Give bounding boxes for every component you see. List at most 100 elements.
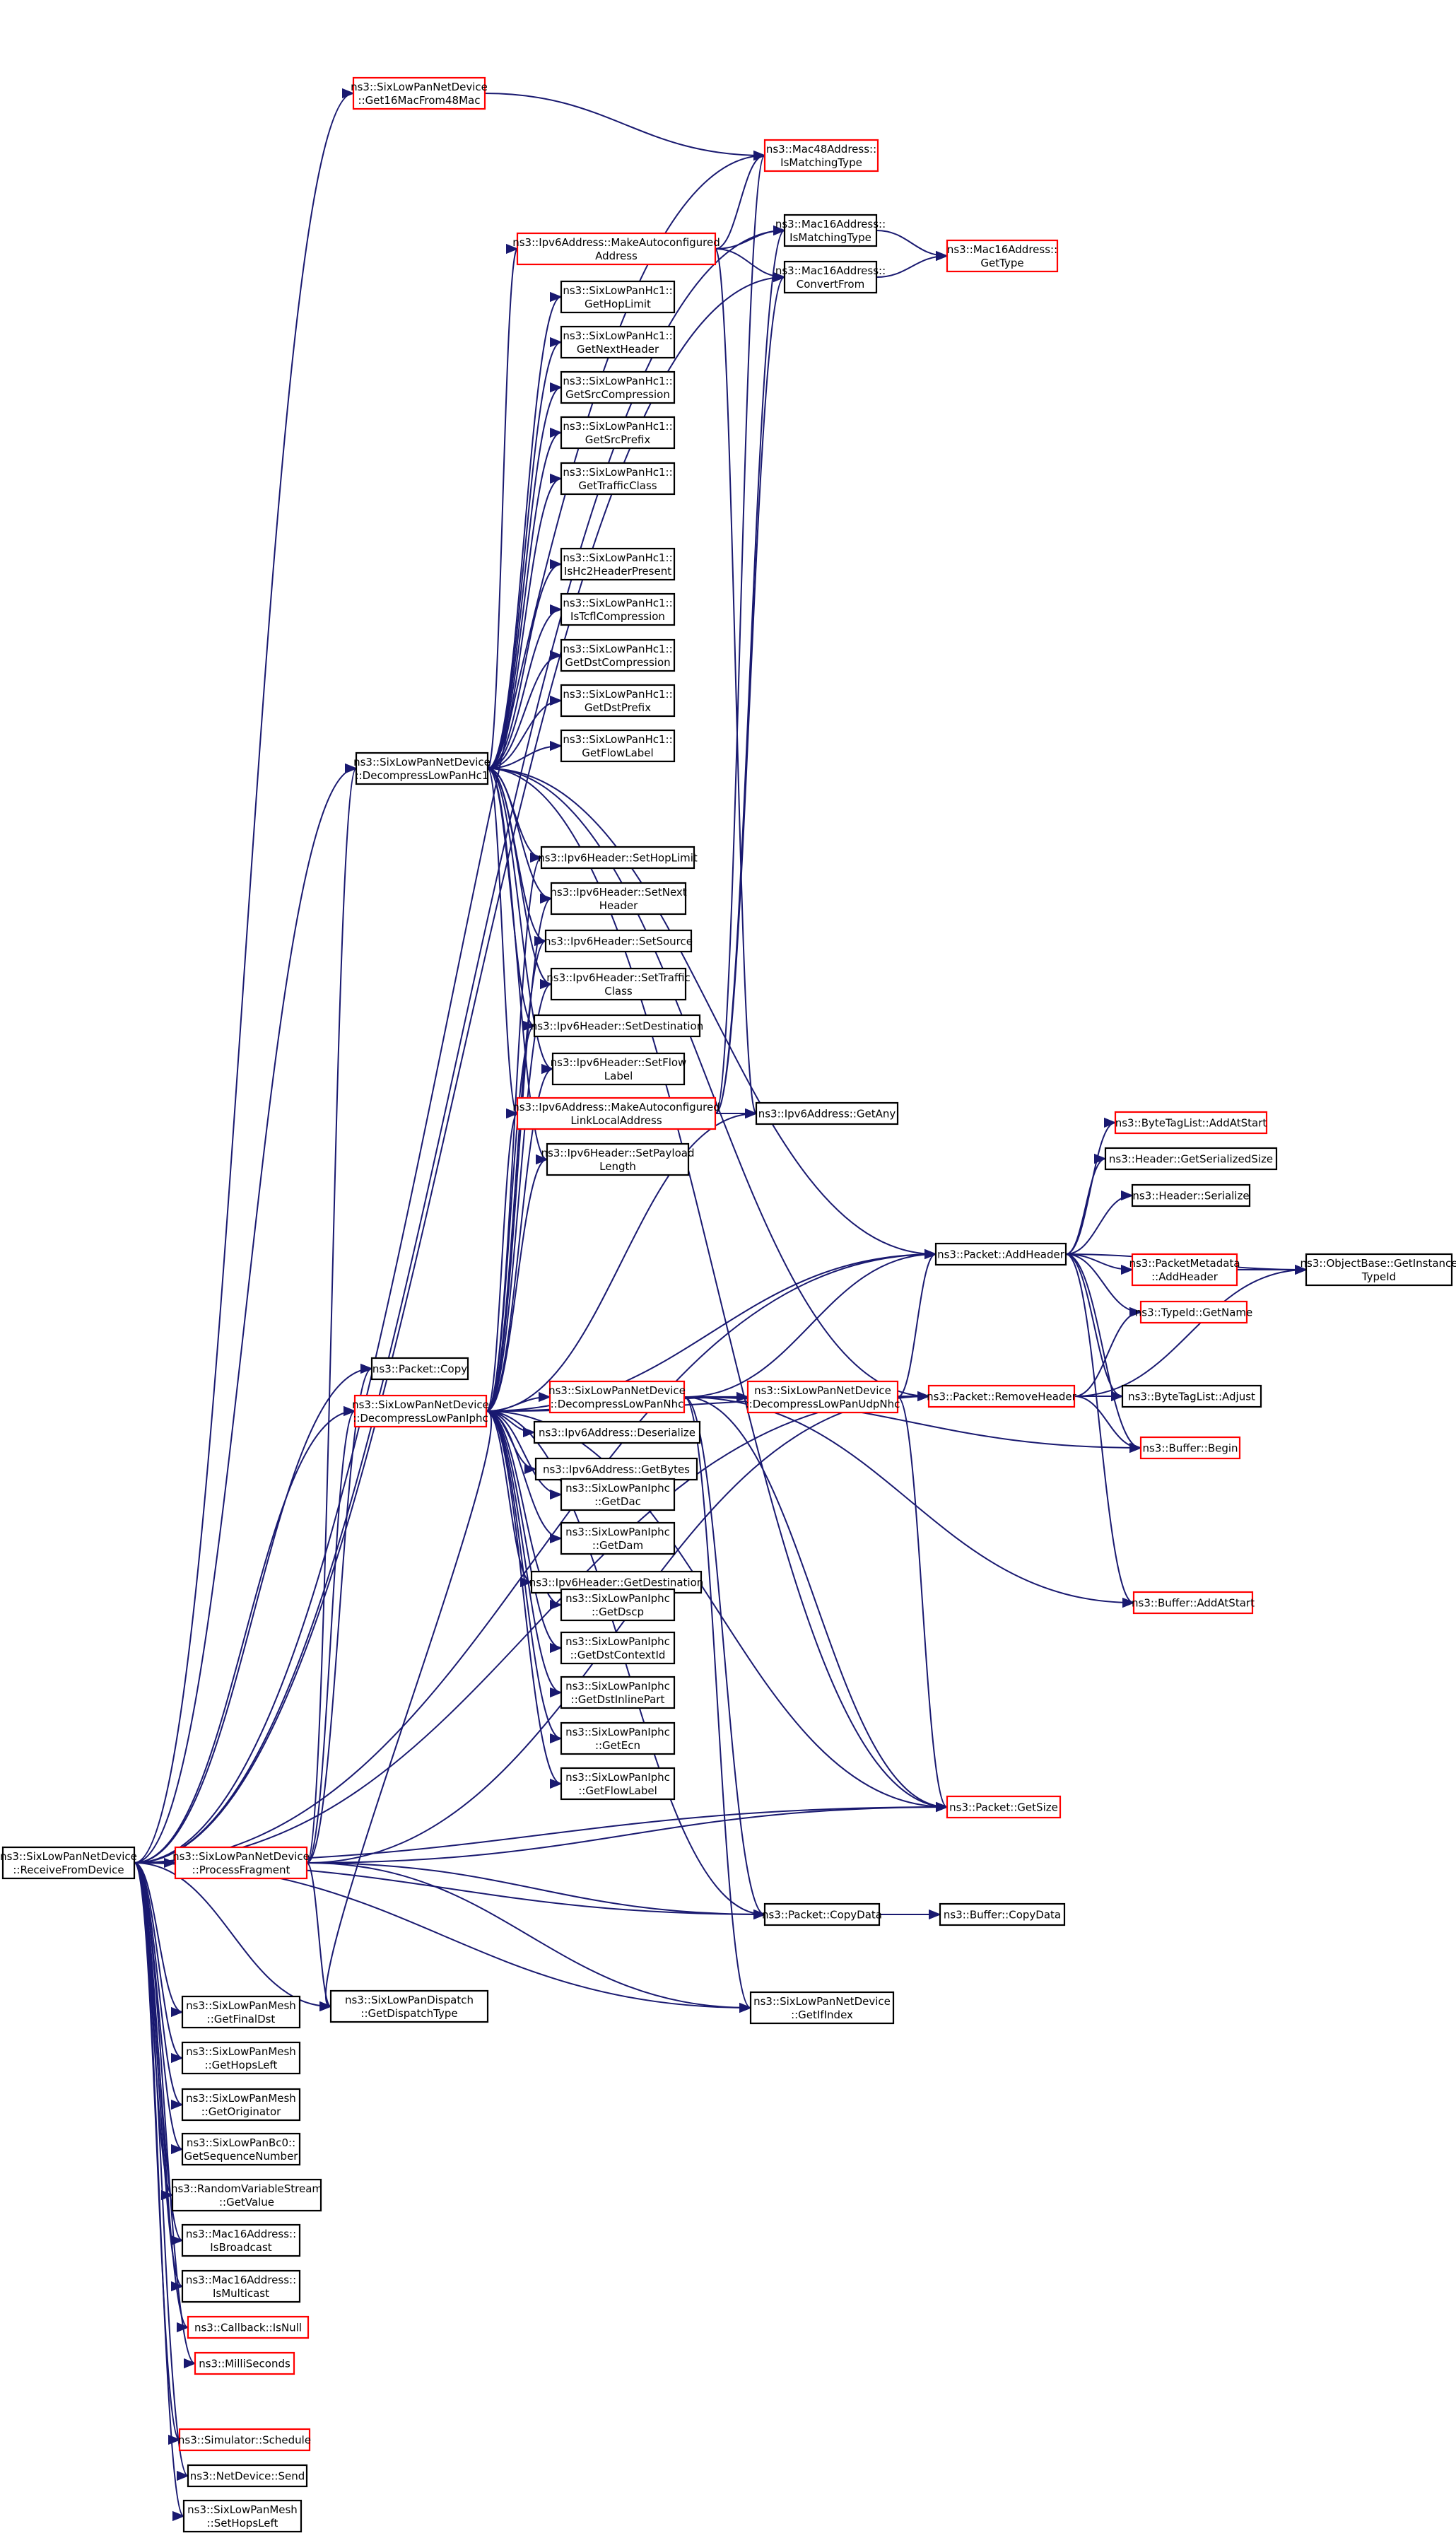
node-label-line: ::DecompressLowPanHc1 xyxy=(356,769,489,782)
node-deciphc[interactable]: ns3::SixLowPanNetDevice::DecompressLowPa… xyxy=(352,1394,489,1428)
node-rvsgetvalue[interactable]: ns3::RandomVariableStream::GetValue xyxy=(171,2178,322,2212)
node-hc1tcfl[interactable]: ns3::SixLowPanHc1::IsTcflCompression xyxy=(560,592,676,626)
node-hc1srcprefix[interactable]: ns3::SixLowPanHc1::GetSrcPrefix xyxy=(560,416,676,450)
edge-deciphc-to-iphcdstinline xyxy=(486,1410,563,1698)
node-pktgetsize[interactable]: ns3::Packet::GetSize xyxy=(946,1795,1062,1819)
node-label-line: ns3::RandomVariableStream xyxy=(171,2182,322,2195)
node-iphcdscp[interactable]: ns3::SixLowPanIphc::GetDscp xyxy=(560,1588,676,1622)
node-bufbegin[interactable]: ns3::Buffer::Begin xyxy=(1139,1436,1241,1460)
node-bc0seq[interactable]: ns3::SixLowPanBc0::GetSequenceNumber xyxy=(181,2132,301,2166)
node-hc1dstprefix[interactable]: ns3::SixLowPanHc1::GetDstPrefix xyxy=(560,684,676,718)
node-box xyxy=(550,967,687,1001)
node-label-line: Class xyxy=(604,985,633,998)
node-typeidname[interactable]: ns3::TypeId::GetName xyxy=(1135,1300,1252,1324)
node-cbisnull[interactable]: ns3::Callback::IsNull xyxy=(187,2315,310,2339)
node-meshorig[interactable]: ns3::SixLowPanMesh::GetOriginator xyxy=(181,2088,301,2122)
node-sethoplimit[interactable]: ns3::Ipv6Header::SetHopLimit xyxy=(538,846,698,870)
node-root[interactable]: ns3::SixLowPanNetDevice::ReceiveFromDevi… xyxy=(0,1846,137,1880)
node-label-line: ns3::NetDevice::Send xyxy=(190,2469,305,2482)
node-mac16type[interactable]: ns3::Mac16Address::GetType xyxy=(946,239,1059,273)
node-label-line: ::GetDac xyxy=(594,1495,641,1508)
node-ipv6getany[interactable]: ns3::Ipv6Address::GetAny xyxy=(755,1101,899,1125)
node-box xyxy=(560,462,676,496)
node-hc1srccomp[interactable]: ns3::SixLowPanHc1::GetSrcCompression xyxy=(560,370,676,404)
node-bufcopydata[interactable]: ns3::Buffer::CopyData xyxy=(939,1902,1066,1926)
node-iphcflow[interactable]: ns3::SixLowPanIphc::GetFlowLabel xyxy=(560,1767,676,1801)
node-bufaddstart[interactable]: ns3::Buffer::AddAtStart xyxy=(1132,1591,1255,1615)
node-hc1tclass[interactable]: ns3::SixLowPanHc1::GetTrafficClass xyxy=(560,462,676,496)
edge-dechc1-to-ipv6linklocal xyxy=(487,768,519,1118)
node-get16[interactable]: ns3::SixLowPanNetDevice::Get16MacFrom48M… xyxy=(351,76,488,110)
node-meshfinaldst[interactable]: ns3::SixLowPanMesh::GetFinalDst xyxy=(181,1995,301,2029)
node-mac16mcast[interactable]: ns3::Mac16Address::IsMulticast xyxy=(181,2269,301,2303)
node-getifindex[interactable]: ns3::SixLowPanNetDevice::GetIfIndex xyxy=(749,1991,895,2025)
node-ipv6autoconf[interactable]: ns3::Ipv6Address::MakeAutoconfiguredAddr… xyxy=(512,232,720,266)
node-pktcopy[interactable]: ns3::Packet::Copy xyxy=(370,1357,469,1381)
node-decudpnhc[interactable]: ns3::SixLowPanNetDevice::DecompressLowPa… xyxy=(746,1380,900,1414)
node-label-line: ns3::Ipv6Address::MakeAutoconfigured xyxy=(512,236,720,249)
node-label-line: GetDstCompression xyxy=(565,656,670,669)
node-simsched[interactable]: ns3::Simulator::Schedule xyxy=(178,2428,311,2452)
node-label-line: ::GetDscp xyxy=(592,1606,644,1618)
node-iphcdac[interactable]: ns3::SixLowPanIphc::GetDac xyxy=(560,1478,676,1511)
node-removeheader[interactable]: ns3::Packet::RemoveHeader xyxy=(927,1384,1077,1408)
nodes-layer: ns3::SixLowPanNetDevice::ReceiveFromDevi… xyxy=(0,76,1456,2533)
node-setsource[interactable]: ns3::Ipv6Header::SetSource xyxy=(544,929,693,953)
edge-dechc1-to-hc1hoplimit xyxy=(487,292,563,769)
node-pktmeta[interactable]: ns3::PacketMetadata::AddHeader xyxy=(1129,1253,1240,1287)
node-label-line: ::GetFinalDst xyxy=(207,2013,276,2025)
node-ipv6getbytes[interactable]: ns3::Ipv6Address::GetBytes xyxy=(534,1457,698,1481)
node-bytetagadjust[interactable]: ns3::ByteTagList::Adjust xyxy=(1121,1384,1262,1408)
node-addheader[interactable]: ns3::Packet::AddHeader xyxy=(934,1242,1067,1266)
node-dechc1[interactable]: ns3::SixLowPanNetDevice::DecompressLowPa… xyxy=(353,752,491,785)
node-box xyxy=(544,929,693,953)
edge-procfrag-to-pktcopydata xyxy=(306,1862,766,1920)
node-ipv6linklocal[interactable]: ns3::Ipv6Address::MakeAutoconfiguredLink… xyxy=(512,1097,720,1130)
node-mac16match[interactable]: ns3::Mac16Address::IsMatchingType xyxy=(775,214,886,247)
node-label-line: ns3::SixLowPanMesh xyxy=(186,2045,296,2058)
node-hc1hoplimit[interactable]: ns3::SixLowPanHc1::GetHopLimit xyxy=(560,280,676,314)
node-iphcecn[interactable]: ns3::SixLowPanIphc::GetEcn xyxy=(560,1721,676,1755)
node-mac16bcast[interactable]: ns3::Mac16Address::IsBroadcast xyxy=(181,2223,301,2257)
node-meshsethops[interactable]: ns3::SixLowPanMesh::SetHopsLeft xyxy=(182,2499,303,2533)
node-label-line: ns3::SixLowPanNetDevice xyxy=(548,1384,686,1397)
node-label-line: ns3::SixLowPanHc1:: xyxy=(563,284,672,297)
node-mac48match[interactable]: ns3::Mac48Address::IsMatchingType xyxy=(763,139,879,172)
node-ipv6deser[interactable]: ns3::Ipv6Address::Deserialize xyxy=(533,1420,701,1444)
node-iphcdstctx[interactable]: ns3::SixLowPanIphc::GetDstContextId xyxy=(560,1631,676,1665)
node-mac16conv[interactable]: ns3::Mac16Address::ConvertFrom xyxy=(775,260,886,294)
node-hc1flowlabel[interactable]: ns3::SixLowPanHc1::GetFlowLabel xyxy=(560,729,676,763)
node-netdevsend[interactable]: ns3::NetDevice::Send xyxy=(187,2464,308,2488)
node-hdrser[interactable]: ns3::Header::Serialize xyxy=(1131,1183,1251,1207)
node-bytetagstart[interactable]: ns3::ByteTagList::AddAtStart xyxy=(1114,1111,1268,1135)
edge-decnhc-to-addheader xyxy=(683,1248,937,1398)
node-hdrsersize[interactable]: ns3::Header::GetSerializedSize xyxy=(1104,1147,1278,1171)
node-decnhc[interactable]: ns3::SixLowPanNetDevice::DecompressLowPa… xyxy=(548,1380,686,1414)
node-box xyxy=(355,752,489,785)
node-label-line: ::ProcessFragment xyxy=(192,1864,290,1876)
node-setdest[interactable]: ns3::Ipv6Header::SetDestination xyxy=(531,1014,704,1038)
node-dispatchtype[interactable]: ns3::SixLowPanDispatch::GetDispatchType xyxy=(329,1989,489,2023)
node-hc1nexthdr[interactable]: ns3::SixLowPanHc1::GetNextHeader xyxy=(560,325,676,359)
node-label-line: ns3::SixLowPanHc1:: xyxy=(563,375,672,387)
node-millisec[interactable]: ns3::MilliSeconds xyxy=(194,2351,295,2375)
node-box xyxy=(783,214,878,247)
node-iphcdstinline[interactable]: ns3::SixLowPanIphc::GetDstInlinePart xyxy=(560,1676,676,1709)
node-box xyxy=(548,1380,686,1414)
node-procfrag[interactable]: ns3::SixLowPanNetDevice::ProcessFragment xyxy=(172,1846,310,1880)
node-pktcopydata[interactable]: ns3::Packet::CopyData xyxy=(762,1902,882,1926)
node-meshhopsleft[interactable]: ns3::SixLowPanMesh::GetHopsLeft xyxy=(181,2041,301,2075)
node-box xyxy=(927,1384,1076,1408)
node-box xyxy=(560,1478,676,1511)
node-label-line: GetType xyxy=(980,257,1023,269)
node-hc1dstcomp[interactable]: ns3::SixLowPanHc1::GetDstCompression xyxy=(560,638,676,672)
node-iphcdam[interactable]: ns3::SixLowPanIphc::GetDam xyxy=(560,1521,676,1555)
node-hc1hc2[interactable]: ns3::SixLowPanHc1::IsHc2HeaderPresent xyxy=(560,547,676,581)
node-label-line: GetFlowLabel xyxy=(582,747,653,759)
